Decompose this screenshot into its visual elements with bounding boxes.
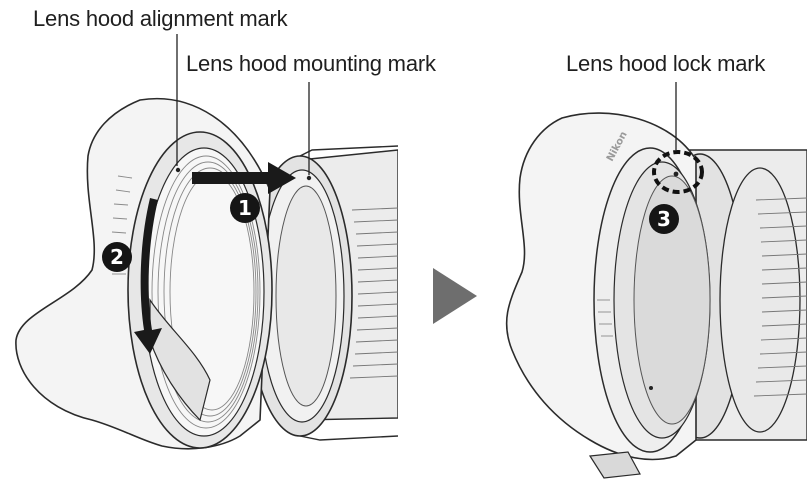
- lens-body-left: [247, 145, 398, 441]
- mounting-mark-dot: [306, 175, 312, 181]
- step-2-number: 2: [110, 245, 124, 269]
- step-1-badge: 1: [230, 193, 260, 223]
- lock-mark-dot: [673, 171, 679, 177]
- step-3-number: 3: [657, 207, 671, 231]
- next-arrow: [433, 268, 477, 324]
- lock-mark-label: Lens hood lock mark: [566, 51, 766, 76]
- rotate-arrow: [134, 198, 162, 354]
- right-illustration: Nikon 3: [505, 82, 807, 479]
- lens-hood-right: Nikon: [505, 112, 711, 479]
- step-1-number: 1: [238, 196, 252, 220]
- step-2-badge: 2: [102, 242, 132, 272]
- alignment-mark-label: Lens hood alignment mark: [33, 6, 288, 31]
- left-illustration: 1 2: [15, 34, 398, 450]
- mounting-mark-label: Lens hood mounting mark: [186, 51, 436, 76]
- lock-mark-highlight: [652, 150, 704, 194]
- hood-side-dot: [649, 386, 653, 390]
- slide-arrow: [192, 162, 296, 194]
- alignment-mark-dot: [175, 167, 181, 173]
- step-3-badge: 3: [649, 204, 679, 234]
